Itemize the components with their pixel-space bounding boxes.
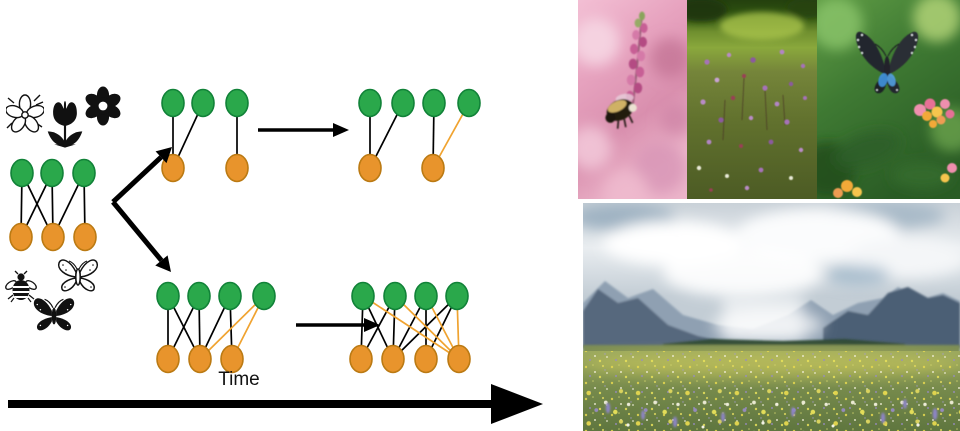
plant-node	[218, 281, 242, 311]
pollinator-node	[188, 344, 212, 374]
lower-path-t2-network	[349, 281, 471, 374]
pollinator-node	[381, 344, 405, 374]
branch-lower-arrow	[111, 200, 171, 272]
new-interaction-link	[199, 295, 265, 360]
lower-transition-arrow	[296, 318, 380, 332]
butterfly-outline-icon	[57, 259, 99, 292]
new-interaction-link	[394, 295, 460, 360]
pollinator-node	[161, 153, 185, 183]
tulip-icon	[47, 101, 83, 148]
photo-wildflower-meadow	[687, 0, 817, 199]
photo-swallowtail-lantana	[817, 0, 960, 199]
plant-node	[445, 281, 469, 311]
plant-node	[358, 88, 382, 118]
pollinator-node	[9, 222, 33, 252]
plant-node	[40, 158, 64, 188]
new-interaction-link	[362, 295, 460, 360]
time-axis-arrow	[8, 384, 543, 424]
pollinator-node	[349, 344, 373, 374]
plant-node	[187, 281, 211, 311]
pollinator-node	[225, 153, 249, 183]
pollinator-node	[358, 153, 382, 183]
plant-node	[225, 88, 249, 118]
plant-node	[191, 88, 215, 118]
pollinator-node	[421, 153, 445, 183]
upper-path-t2-network	[358, 88, 481, 183]
branch-upper-arrow	[111, 147, 172, 204]
pollinator-node	[220, 344, 244, 374]
initial-network	[9, 158, 97, 252]
plant-node	[422, 88, 446, 118]
plant-node	[156, 281, 180, 311]
pollinator-node	[41, 222, 65, 252]
pollinator-node	[447, 344, 471, 374]
plant-node	[10, 158, 34, 188]
daisy-icon	[85, 86, 121, 126]
flower-outline-icon	[6, 94, 44, 133]
plant-node	[457, 88, 481, 118]
photo-mountain-meadow	[583, 203, 960, 431]
interaction-link	[392, 295, 458, 360]
plant-node	[414, 281, 438, 311]
plant-node	[161, 88, 185, 118]
pollinator-node	[73, 222, 97, 252]
photo-collage	[578, 0, 960, 431]
network-evolution-diagram: Time	[5, 86, 543, 424]
plant-node	[252, 281, 276, 311]
pollinator-node	[414, 344, 438, 374]
upper-path-t1-network	[161, 88, 249, 183]
butterfly-filled-icon	[33, 298, 75, 331]
time-axis-label: Time	[218, 369, 260, 390]
bee-icon	[5, 270, 37, 303]
upper-transition-arrow	[258, 123, 349, 137]
pollinator-node	[156, 344, 180, 374]
bipartite-networks-layer	[8, 88, 543, 424]
lower-path-t1-network	[156, 281, 276, 374]
plant-node	[72, 158, 96, 188]
plant-node	[391, 88, 415, 118]
photo-bee-heather	[578, 0, 687, 199]
plant-node	[351, 281, 375, 311]
plant-node	[383, 281, 407, 311]
